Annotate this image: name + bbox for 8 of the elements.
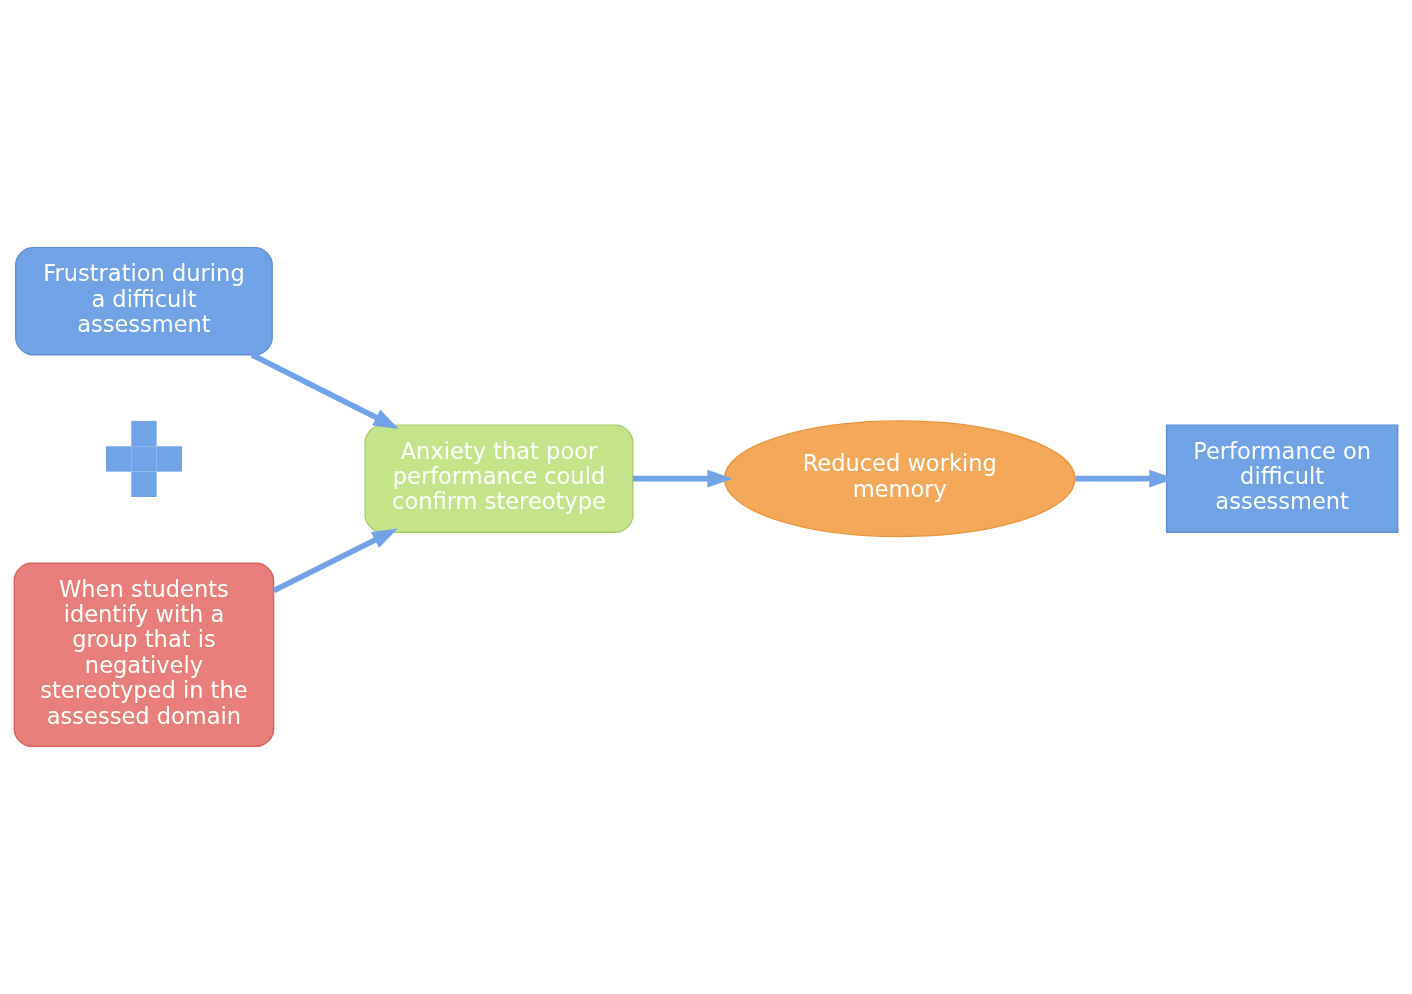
arrow [272,528,398,593]
node-box: Performance on difficult assessment [1165,424,1399,533]
arrow [632,469,733,488]
node-ellipse: Reduced working memory [723,420,1076,538]
arrow [250,352,399,429]
node-box: When students identify with a group that is negatively stereotyped in the assessed domain [13,562,275,748]
node-box: Anxiety that poor performance could confirm stereotype [364,424,634,533]
node-box: Frustration during a difficult assessment [15,246,273,356]
